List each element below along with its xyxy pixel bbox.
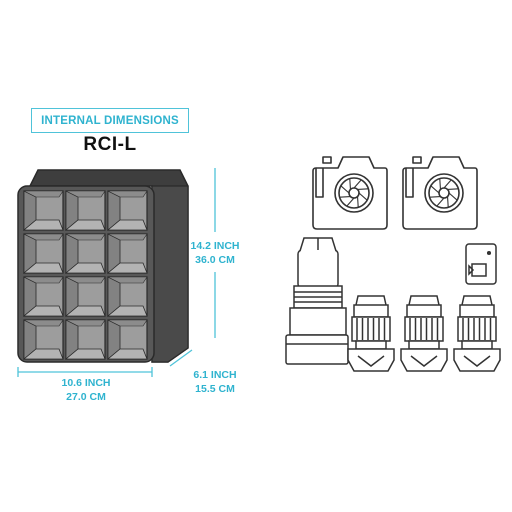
tele-lens-icon [285,237,349,365]
compartment [22,190,64,231]
height-imperial: 14.2 INCH [190,240,240,252]
lens-icon [453,295,501,372]
compartment [22,233,64,274]
depth-line [169,349,193,367]
compartment [64,276,106,317]
dimension-lines [17,168,216,377]
compartment [22,276,64,317]
badge-label: INTERNAL DIMENSIONS [41,114,179,127]
width-imperial: 10.6 INCH [61,377,111,389]
height-dimension-label: 14.2 INCH 36.0 CM [186,239,244,267]
depth-dimension-label: 6.1 INCH 15.5 CM [186,368,244,396]
case-side-face [151,185,189,363]
compartment [106,190,148,231]
camera-body-icon [312,156,388,230]
battery-icon [465,243,497,285]
depth-metric: 15.5 CM [195,383,235,395]
camera-body-icon [402,156,478,230]
compartment [106,233,148,274]
height-metric: 36.0 CM [195,254,235,266]
compartment [22,319,64,360]
compartment [64,233,106,274]
compartment [64,190,106,231]
lens-icon [347,295,395,372]
internal-dimensions-badge: INTERNAL DIMENSIONS [31,108,189,133]
width-metric: 27.0 CM [66,391,106,403]
compartment [106,319,148,360]
camera-case-insert [17,169,189,363]
lens-icon [400,295,448,372]
compartment [106,276,148,317]
compartment-grid [22,190,148,360]
compartment [64,319,106,360]
model-name: RCI-L [83,134,137,155]
width-dimension-label: 10.6 INCH 27.0 CM [28,376,144,404]
depth-imperial: 6.1 INCH [193,369,237,381]
